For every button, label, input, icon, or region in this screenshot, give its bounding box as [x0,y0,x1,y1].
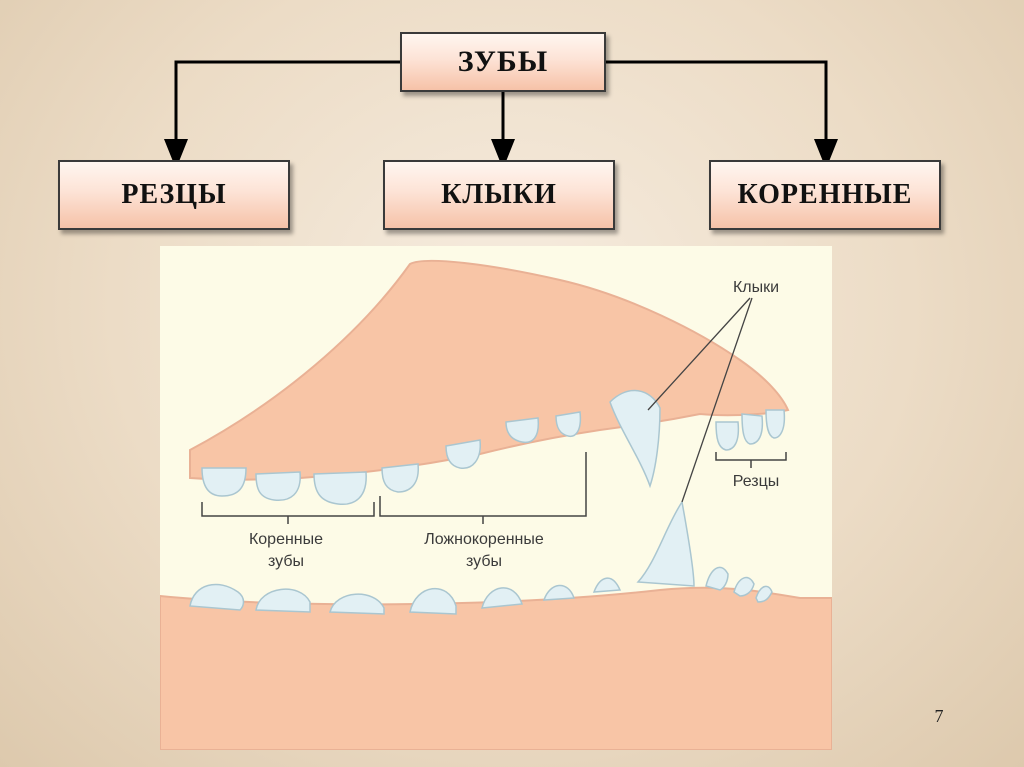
lower-molar-1 [190,584,244,610]
upper-incisor-1 [716,422,738,450]
lower-molar-3 [330,594,384,614]
child-label-incisors: РЕЗЦЫ [121,179,226,211]
lower-premolar-3 [544,585,574,600]
child-label-canines: КЛЫКИ [441,179,557,211]
premolars-label-line1: Ложнокоренные [424,531,544,548]
jaw-illustration-panel: Клыки Резцы Коренные зубы Ложнокоренные … [160,246,832,750]
upper-molar-2 [256,472,300,500]
lower-premolar-1 [410,589,456,614]
molars-label-line1: Коренные [249,531,323,548]
incisors-label: Резцы [733,473,780,490]
lower-molar-2 [256,589,310,612]
child-box-molars: КОРЕННЫЕ [709,160,941,230]
premolars-label-line2: зубы [466,553,502,570]
upper-incisor-3 [766,410,784,438]
incisors-bracket [716,452,786,468]
connector-right [606,62,826,154]
child-box-canines: КЛЫКИ [383,160,615,230]
lower-premolar-2 [482,588,522,608]
child-box-incisors: РЕЗЦЫ [58,160,290,230]
lower-premolar-4 [594,578,620,592]
root-box-teeth: ЗУБЫ [400,32,606,92]
molars-label-line2: зубы [268,553,304,570]
page-number: 7 [924,706,954,727]
jaw-illustration: Клыки Резцы Коренные зубы Ложнокоренные … [160,246,832,750]
lower-gum [160,588,832,750]
lower-canine [638,502,694,586]
upper-molar-3 [314,472,366,504]
upper-incisor-2 [742,414,762,444]
lower-incisor-1 [706,567,728,590]
upper-molar-1 [202,468,246,496]
root-label: ЗУБЫ [458,45,548,79]
upper-premolar-1 [382,464,418,492]
child-label-molars: КОРЕННЫЕ [738,179,913,211]
upper-gum [190,261,788,480]
canines-label: Клыки [733,279,779,296]
molars-bracket [202,502,374,524]
connector-left [176,62,400,154]
